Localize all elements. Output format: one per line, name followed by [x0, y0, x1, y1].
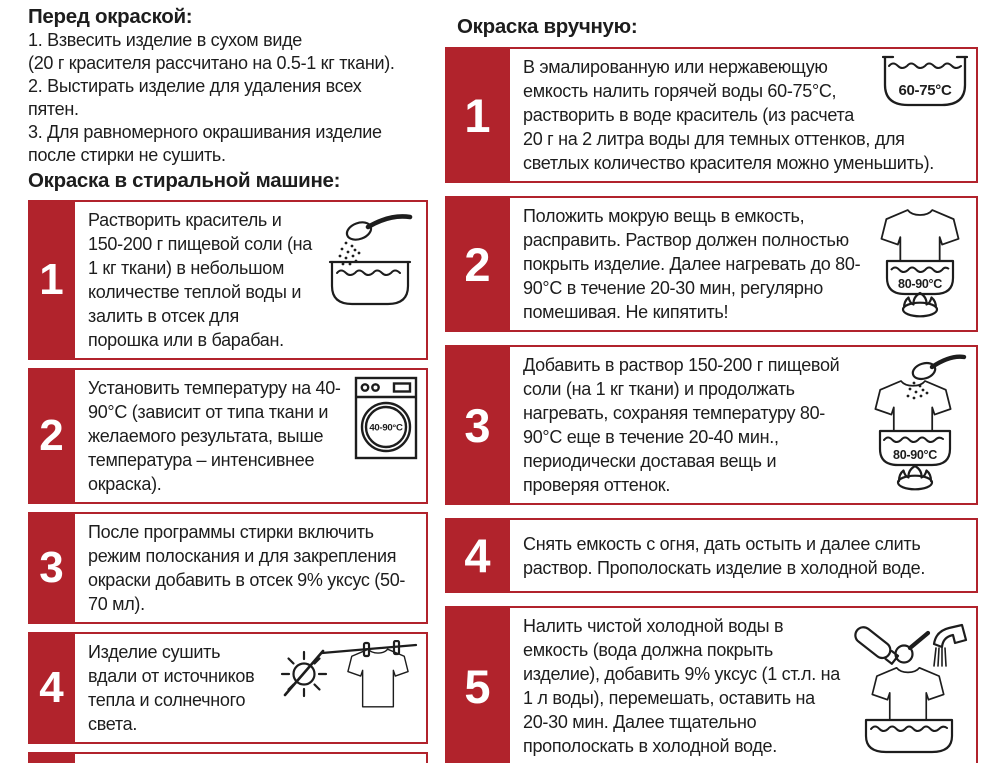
column-machine-dyeing: Перед окраской: 1. Взвесить изделие в су…	[28, 5, 428, 763]
step-number: 5	[445, 606, 510, 763]
svg-text:60-75°C: 60-75°C	[898, 82, 952, 99]
step-number: 2	[445, 196, 510, 332]
step-text: После программы стирки включить режим по…	[88, 522, 406, 614]
salt-shirt-pot-flame-icon: 80-90°C	[862, 353, 968, 493]
step-number: 1	[28, 200, 75, 360]
step-text: Растворить краситель и 150-200 г пищевой…	[88, 208, 420, 352]
manual-section-title: Окраска вручную:	[457, 15, 638, 38]
intro-title: Перед окраской:	[28, 5, 193, 28]
step-text: Изделие сушить вдали от источников тепла…	[88, 640, 420, 736]
step-box: 5 Налить чистой холодной воды в емкость …	[445, 606, 978, 763]
machine-steps: 1 Растворить краситель и 150-200 г пищев…	[28, 200, 428, 763]
intro-line: 3. Для равномерного окрашивания изделие	[28, 122, 382, 142]
step-number: 3	[28, 512, 75, 624]
step-body: Налить чистой холодной воды в емкость (в…	[508, 608, 976, 763]
step-body: Изделие сушить вдали от источников тепла…	[73, 634, 426, 742]
intro-block: Перед окраской: 1. Взвесить изделие в су…	[28, 5, 428, 193]
step-number: 3	[445, 345, 510, 505]
step-body: Растворить краситель и 150-200 г пищевой…	[73, 202, 426, 358]
machine-section-title: Окраска в стиральной машине:	[28, 169, 341, 192]
intro-line: после стирки не сушить.	[28, 145, 226, 165]
intro-line: 1. Взвесить изделие в сухом виде	[28, 30, 302, 50]
step-box: 4 Изделие сушить вдали от источников теп…	[28, 632, 428, 744]
step-number: 1	[445, 47, 510, 183]
salt-spoon-bowl-icon	[322, 208, 418, 308]
svg-text:80-90°C: 80-90°C	[898, 277, 942, 291]
step-body: После программы стирки включить режим по…	[73, 514, 426, 622]
intro-line: (20 г красителя рассчитано на 0.5-1 кг т…	[28, 53, 395, 73]
washing-machine-icon: 40-90°C	[354, 376, 418, 460]
intro-line: пятен.	[28, 99, 79, 119]
vinegar-rinse-icon	[850, 614, 968, 756]
step-text: Снять емкость с огня, дать остыть и дале…	[523, 533, 926, 578]
pot-water-icon: 60-75°C	[882, 55, 968, 109]
no-sun-drying-icon	[278, 640, 418, 718]
step-number: 5	[28, 752, 75, 763]
intro-lines: 1. Взвесить изделие в сухом виде (20 г кр…	[28, 29, 428, 167]
svg-text:40-90°C: 40-90°C	[369, 423, 403, 434]
shirt-pot-flame-icon: 80-90°C	[872, 204, 968, 318]
step-number: 4	[445, 518, 510, 593]
step-box: 4 Снять емкость с огня, дать остыть и дал…	[445, 518, 978, 593]
step-number: 2	[28, 368, 75, 504]
step-text: Налить чистой холодной воды в емкость (в…	[523, 614, 970, 758]
step-box: 1 Растворить краситель и 150-200 г пищев…	[28, 200, 428, 360]
step-body: Для очистки машины от остатков красителя…	[73, 754, 426, 763]
step-box: 5Для очистки машины от остатков красител…	[28, 752, 428, 763]
step-number: 4	[28, 632, 75, 744]
intro-line: 2. Выстирать изделие для удаления всех	[28, 76, 362, 96]
svg-text:80-90°C: 80-90°C	[893, 448, 937, 462]
step-body: Снять емкость с огня, дать остыть и дале…	[508, 520, 976, 591]
